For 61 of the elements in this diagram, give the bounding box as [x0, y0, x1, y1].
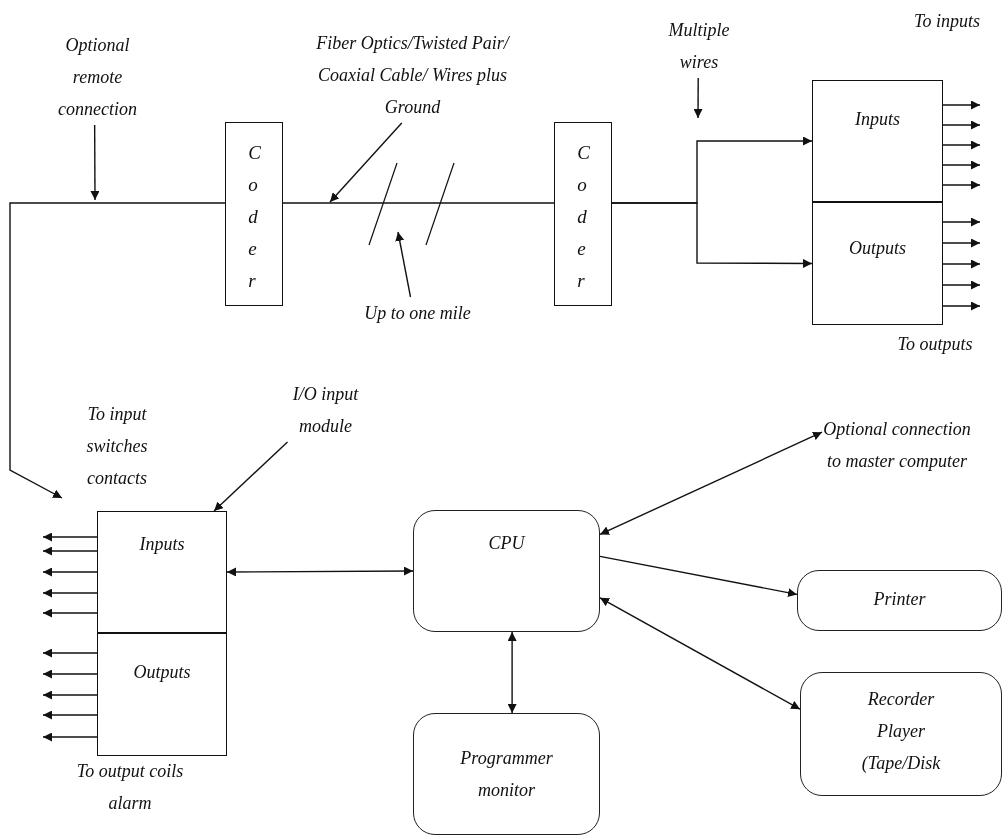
- rounded-box: [413, 713, 600, 835]
- callout-text: I/O input module: [291, 383, 360, 438]
- arrow: [42, 546, 98, 556]
- connector-line: [611, 202, 813, 268]
- connector-line: [599, 597, 801, 710]
- callout-text: Optional remote connection: [57, 34, 138, 121]
- arrow: [90, 124, 100, 201]
- coder-box: [554, 122, 612, 306]
- connector-line: [213, 441, 289, 512]
- connector-line: [599, 555, 798, 598]
- arrow: [942, 180, 981, 190]
- box-label: Inputs: [138, 533, 186, 556]
- arrow: [942, 160, 981, 170]
- arrow: [42, 532, 98, 542]
- arrow: [942, 280, 981, 290]
- connector-line: [507, 631, 517, 714]
- box-label: Outputs: [132, 661, 192, 684]
- arrow: [942, 301, 981, 311]
- rounded-box: [800, 672, 1002, 796]
- wire-label: To outputs: [896, 333, 974, 356]
- arrow: [9, 202, 226, 499]
- arrow: [693, 77, 703, 119]
- arrow: [942, 120, 981, 130]
- process-box: [97, 511, 227, 633]
- coder-box: [225, 122, 283, 306]
- wire-label: To input switches contacts: [85, 403, 149, 490]
- arrow: [395, 231, 412, 298]
- box-label: Outputs: [848, 237, 907, 260]
- box-label: Printer: [872, 588, 927, 611]
- arrow: [42, 567, 98, 577]
- rounded-box: [797, 570, 1002, 631]
- connector-line: [226, 566, 414, 577]
- arrow: [42, 608, 98, 618]
- arrow: [329, 122, 403, 203]
- arrow: [942, 140, 981, 150]
- arrow: [42, 669, 98, 679]
- process-box: [812, 80, 943, 202]
- box-label: Recorder Player (Tape/Disk: [860, 688, 942, 775]
- wire-label: To output coils alarm: [75, 760, 185, 815]
- arrow: [42, 588, 98, 598]
- arrow: [942, 100, 981, 110]
- callout-text: Fiber Optics/Twisted Pair/ Coaxial Cable/ Wires plus Ground: [315, 32, 511, 119]
- callout-text: Multiple wires: [667, 19, 731, 74]
- box-label: Programmer monitor: [459, 747, 554, 802]
- box-label: CPU: [487, 532, 527, 555]
- arrow: [42, 690, 98, 700]
- arrow: [42, 648, 98, 658]
- arrow: [42, 710, 98, 720]
- connector-line: [599, 431, 823, 536]
- callout-text: Up to one mile: [363, 302, 472, 325]
- arrow: [942, 238, 981, 248]
- box-label: Inputs: [854, 108, 901, 131]
- arrow: [942, 259, 981, 269]
- connector-line: [282, 202, 555, 204]
- process-box: [97, 633, 227, 756]
- arrow: [42, 732, 98, 742]
- process-box: [812, 202, 943, 325]
- wire-label: To inputs: [913, 10, 981, 33]
- rounded-box: [413, 510, 600, 632]
- callout-text: Optional connection to master computer: [822, 418, 972, 473]
- arrow: [942, 217, 981, 227]
